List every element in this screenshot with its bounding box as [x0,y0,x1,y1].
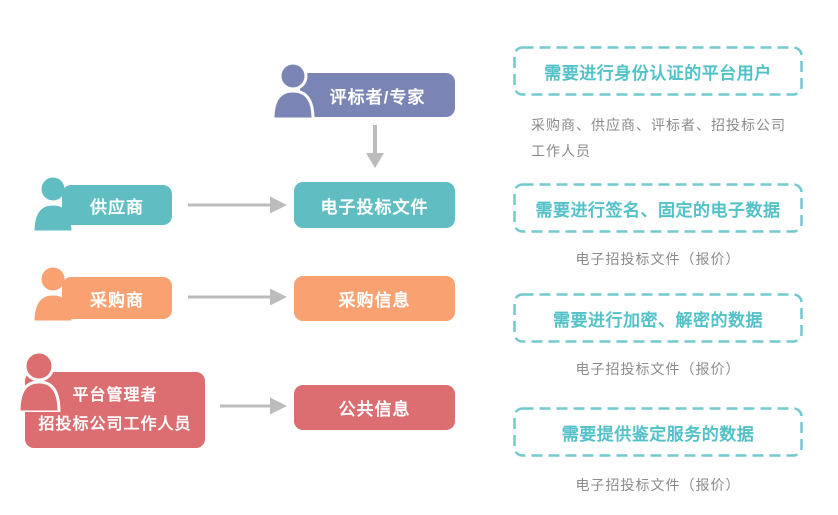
arrow-right-icon [188,196,287,214]
panel-note: 电子招投标文件（报价） [575,251,741,267]
dashed-border [513,407,803,457]
panel-identity-auth: 需要进行身份认证的平台用户 [513,46,803,96]
actor-box-evaluator-expert: 评标者/专家 [300,73,455,117]
actor-label-line2: 招投标公司工作人员 [38,416,192,433]
arrow-right-icon [220,397,287,415]
panel-encryption-data: 需要进行加密、解密的数据 [513,293,803,343]
panel-signature-data: 需要进行签名、固定的电子数据 [513,183,803,233]
panel-appraisal-data: 需要提供鉴定服务的数据 [513,407,803,457]
data-box-procurement-info: 采购信息 [294,276,455,321]
panel-title: 需要进行加密、解密的数据 [553,310,763,330]
panel-note: 电子招投标文件（报价） [575,361,741,377]
arrow-right-icon [188,288,287,306]
panel-note: 采购商、供应商、评标者、招投标公司 工作人员 [531,112,797,164]
data-box-electronic-bid-file: 电子投标文件 [294,182,455,228]
arrow-down-icon [366,125,384,168]
actor-box-purchaser: 采购商 [62,277,172,319]
person-icon [271,61,315,119]
data-box-public-info: 公共信息 [294,385,455,430]
actor-box-platform-admin: 平台管理者 招投标公司工作人员 [25,372,205,448]
panel-note: 电子招投标文件（报价） [575,477,741,493]
panel-note-line: 采购商、供应商、评标者、招投标公司 [531,117,786,133]
panel-title: 需要提供鉴定服务的数据 [561,424,755,444]
person-icon [17,350,61,412]
dashed-border [513,293,803,343]
dashed-border [513,183,803,233]
panel-title: 需要进行签名、固定的电子数据 [535,200,781,220]
actor-label-line1: 平台管理者 [72,387,158,404]
panel-note-line: 工作人员 [531,143,591,159]
actor-box-supplier: 供应商 [62,185,172,225]
dashed-border [513,46,803,96]
panel-title: 需要进行身份认证的平台用户 [544,63,772,83]
